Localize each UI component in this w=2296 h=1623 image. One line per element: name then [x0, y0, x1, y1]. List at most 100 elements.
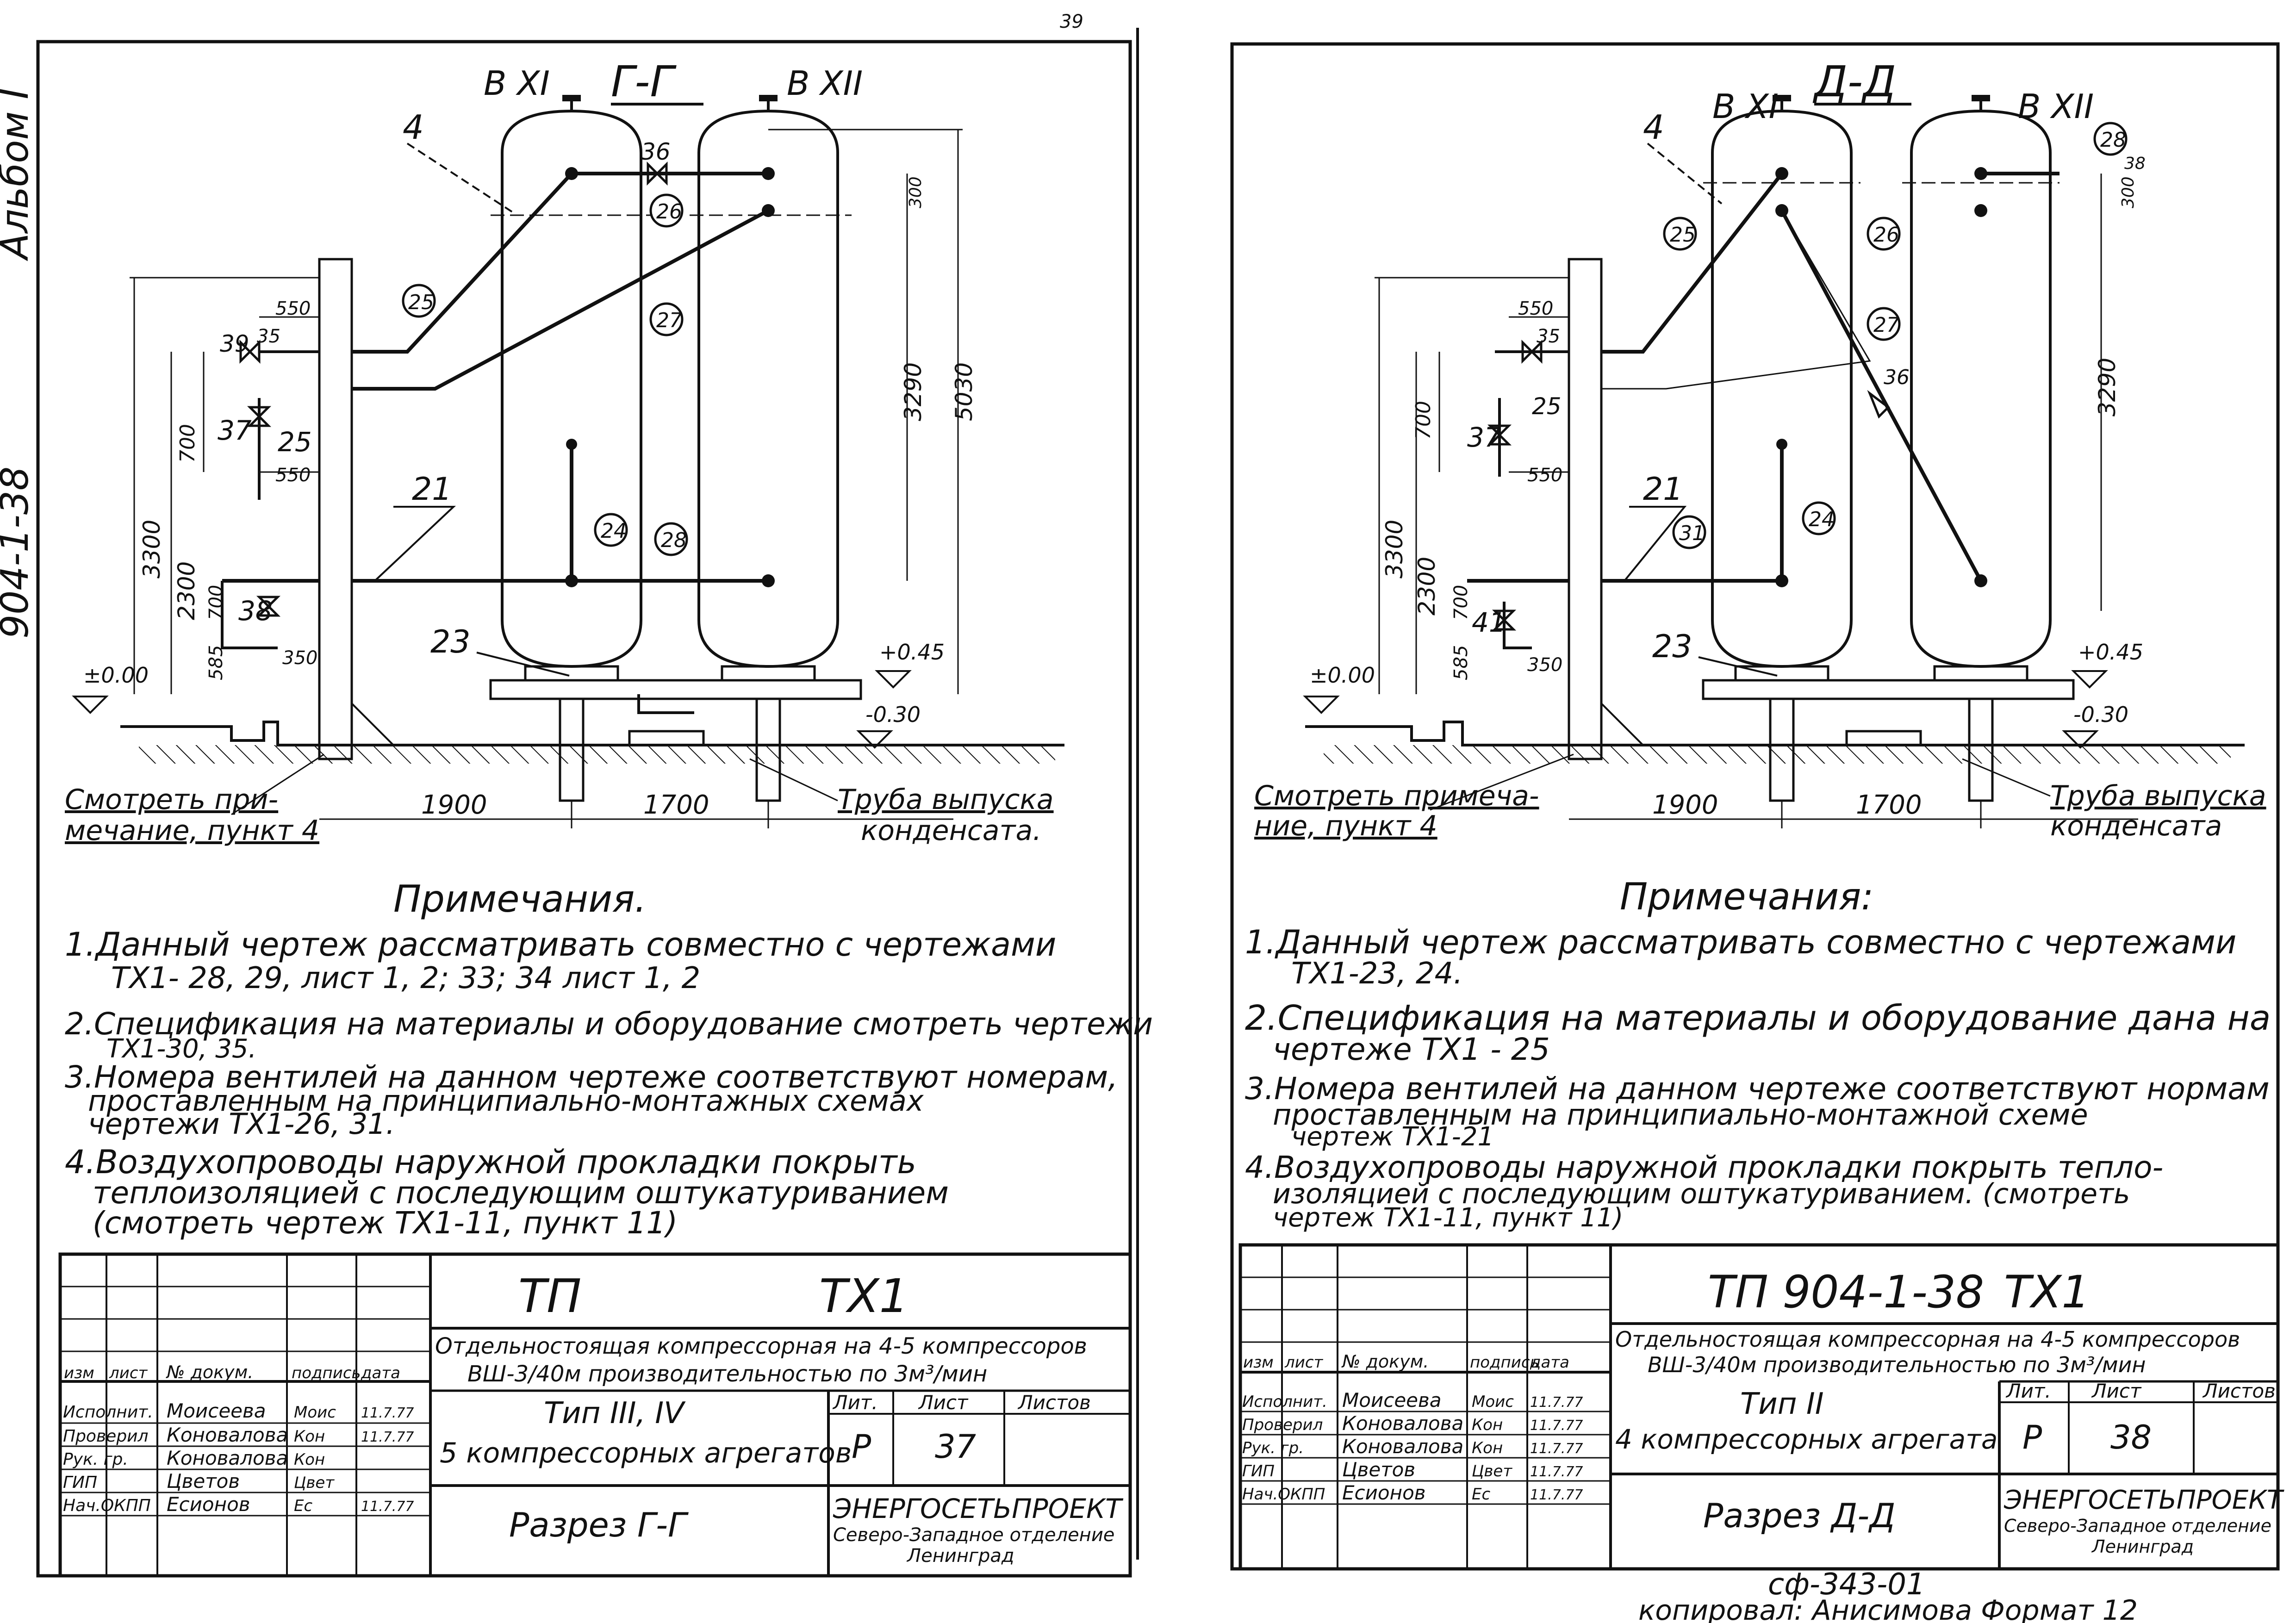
right-note-4-line-3: чертеж ТХ1-11, пункт 11): [1273, 1203, 1623, 1233]
right-org-desc-2: ВШ-3/40м производительностью по 3м³/мин: [1648, 1352, 2146, 1377]
left-staff-3-sign: Кон: [294, 1450, 325, 1469]
right-staff-2-name: Коновалова: [1342, 1412, 1463, 1435]
right-units: 4 компрессорных агрегата: [1615, 1424, 1997, 1455]
left-level-000: ±0.00: [83, 663, 149, 688]
right-note-4-line-1: 4.Воздухопроводы наружной прокладки покр…: [1245, 1150, 2163, 1185]
left-staff-5-date: 11.7.77: [361, 1499, 414, 1515]
right-callout-27: 27: [1873, 313, 1899, 337]
left-valve-38: 38: [238, 595, 273, 627]
right-company-3: Ленинград: [2091, 1536, 2194, 1557]
left-staff-2-name: Коновалова: [167, 1424, 288, 1446]
left-level-030: -0.30: [865, 702, 921, 727]
right-notes: 1.Данный чертеж рассматривать совместно …: [1245, 923, 2271, 1233]
left-col-head-list: лист: [109, 1364, 148, 1382]
left-valve-36: 36: [641, 138, 671, 165]
left-vessel-label-2: В XII: [787, 64, 863, 103]
left-sheet-head: Лист: [918, 1391, 969, 1414]
left-staff-3-role: Рук. гр.: [63, 1450, 128, 1469]
right-valve-41: 41: [1472, 607, 1506, 638]
left-dim-3300: 3300: [138, 520, 165, 578]
left-sheet-title: Разрез Г-Г: [509, 1505, 689, 1544]
right-staff-1-name: Моисеева: [1342, 1389, 1442, 1412]
right-callout-28: 28: [2100, 128, 2126, 152]
left-callout-26: 26: [656, 200, 682, 224]
left-label-drain-1: Труба выпуска: [838, 784, 1054, 816]
left-callout-24: 24: [601, 519, 627, 543]
right-type: Тип II: [1740, 1387, 1824, 1421]
left-dim-3290: 3290: [900, 362, 927, 421]
left-staff-1-sign: Моис: [294, 1403, 336, 1422]
right-staff-1-date: 11.7.77: [1530, 1394, 1583, 1411]
left-notes-heading: Примечания.: [393, 877, 647, 920]
left-staff-1-date: 11.7.77: [361, 1405, 414, 1421]
right-dim-550a: 550: [1518, 298, 1553, 319]
left-type: Тип III, IV: [544, 1396, 686, 1430]
left-staff-4-role: ГИП: [63, 1473, 97, 1492]
left-org-desc-2: ВШ-3/40м производительностью по 3м³/мин: [467, 1361, 987, 1387]
left-note-1-line-1: 1.Данный чертеж рассматривать совместно …: [65, 926, 1056, 964]
right-note-3-line-1: 3.Номера вентилей на данном чертеже соот…: [1245, 1071, 2270, 1107]
right-dim-300: 300: [2119, 176, 2138, 208]
right-title-block: изм лист № докум. подпись дата Исполнит.…: [1238, 1243, 2284, 1571]
left-level-045: +0.45: [879, 640, 945, 665]
left-valve-35: 35: [257, 326, 280, 347]
right-callout-31: 31: [1679, 522, 1705, 545]
right-note-3-line-2: проставленным на принципиально-монтажной…: [1273, 1098, 2088, 1132]
left-dim-550a: 550: [275, 298, 311, 319]
right-staff-3-sign: Кон: [1472, 1439, 1503, 1457]
right-company-2: Северо-Западное отделение: [2004, 1516, 2271, 1536]
left-callout-27: 27: [656, 309, 682, 332]
right-callout-25: 25: [1670, 223, 1696, 247]
right-col-head-sign: подпись: [1470, 1353, 1539, 1372]
right-col-head-date: дата: [1530, 1353, 1569, 1372]
left-note-2-line-2: ТХ1-30, 35.: [106, 1034, 256, 1064]
right-lit-head: Лит.: [2005, 1380, 2051, 1402]
left-vessel-label-1: В XI: [484, 64, 550, 103]
left-staff-1-name: Моисеева: [167, 1399, 266, 1422]
left-note-4-line-3: (смотреть чертеж ТХ1-11, пункт 11): [93, 1205, 678, 1241]
left-valve-25: 25: [278, 426, 312, 458]
left-dim-5030: 5030: [951, 362, 977, 421]
left-sheet: 37: [935, 1428, 976, 1466]
right-dim-700a: 700: [1412, 401, 1435, 440]
right-staff-4-sign: Цвет: [1472, 1462, 1512, 1480]
left-dim-1900: 1900: [421, 790, 487, 820]
left-dim-550b: 550: [275, 465, 311, 486]
left-staff-5-name: Есионов: [167, 1493, 250, 1516]
right-dim-550b: 550: [1527, 465, 1562, 486]
right-valve-25: 25: [1532, 393, 1562, 420]
right-label-drain-2: конденсата: [2050, 810, 2222, 842]
left-ground-line: [120, 721, 1064, 746]
left-label-see-note-2: мечание, пункт 4: [65, 815, 319, 847]
left-dim-700a: 700: [176, 424, 199, 463]
right-code-right: ТХ1: [2004, 1266, 2090, 1318]
left-sheet: Г-Г В XI В XII: [36, 40, 1153, 1578]
right-staff-5-name: Есионов: [1342, 1481, 1426, 1504]
left-note-3-line-2: проставленным на принципиально-монтажных…: [88, 1084, 924, 1118]
left-callout-25: 25: [408, 291, 434, 314]
left-note-4-line-2: теплоизоляцией с последующим оштукатурив…: [93, 1175, 949, 1211]
right-org-desc-1: Отдельностоящая компрессорная на 4-5 ком…: [1615, 1327, 2240, 1352]
right-callout-4: 4: [1643, 108, 1664, 147]
right-callout-24: 24: [1809, 508, 1835, 531]
left-pipe-25: [352, 172, 573, 354]
left-dim-350: 350: [282, 647, 317, 669]
right-col-head-izm: изм: [1243, 1353, 1274, 1372]
left-note-3-line-1: 3.Номера вентилей на данном чертеже соот…: [65, 1059, 1118, 1095]
left-note-3-line-3: чертежи ТХ1-26, 31.: [88, 1107, 395, 1141]
right-pipe-25: [1601, 172, 1784, 354]
left-staff-1-role: Исполнит.: [63, 1403, 153, 1422]
right-callout-21: 21: [1643, 471, 1683, 508]
left-wall: [318, 258, 353, 760]
right-label-drain-1: Труба выпуска: [2050, 780, 2266, 812]
left-col-head-doc: № докум.: [166, 1362, 253, 1382]
right-level-000: ±0.00: [1310, 663, 1375, 688]
right-sheet-head: Лист: [2091, 1380, 2142, 1402]
project-stamp: 904-1-38: [0, 466, 37, 639]
left-valve-37: 37: [218, 415, 252, 446]
right-dim-350: 350: [1527, 654, 1562, 676]
left-note-4-line-1: 4.Воздухопроводы наружной прокладки покр…: [65, 1143, 916, 1181]
right-staff-3-role: Рук. гр.: [1242, 1439, 1304, 1457]
left-ground-hatch: [139, 745, 1055, 764]
left-staff-2-date: 11.7.77: [361, 1429, 414, 1445]
